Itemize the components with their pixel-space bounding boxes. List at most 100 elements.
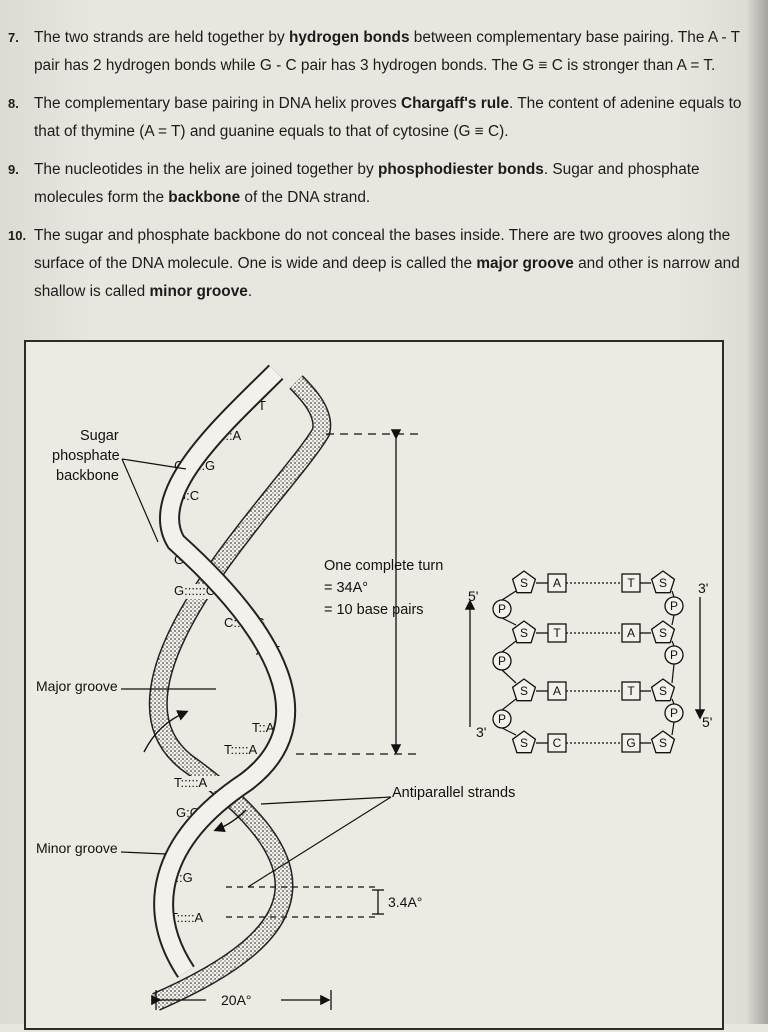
point-number: 7.: [8, 30, 19, 45]
phosphate-label: P: [498, 654, 506, 668]
phosphate-label: P: [498, 602, 506, 616]
sugar-label: S: [520, 684, 528, 698]
text-run: The nucleotides in the helix are joined …: [34, 161, 378, 178]
phosphate-label: P: [670, 706, 678, 720]
label-backbone: backbone: [56, 468, 119, 484]
point-item: 8. The complementary base pairing in DNA …: [8, 90, 748, 146]
ladder-direction-arrows: [464, 597, 706, 727]
base-pair-label: T: [258, 398, 266, 413]
text-run: The sugar and phosphate backbone do not …: [34, 227, 731, 272]
leader-lines: [120, 458, 392, 888]
sugar-left: [511, 678, 537, 702]
numbered-points: 7. The two strands are held together by h…: [8, 24, 748, 316]
width-dimension: [151, 990, 332, 1010]
sugar-label: S: [520, 576, 528, 590]
sugar-label: S: [659, 736, 667, 750]
sugar-label: S: [659, 576, 667, 590]
point-text: The two strands are held together by hyd…: [34, 24, 748, 80]
base-left-label: C: [553, 736, 562, 750]
sugar-label: S: [659, 626, 667, 640]
phosphate: [492, 599, 512, 619]
phosphodiester-bond: [671, 640, 675, 647]
phosphate: [664, 703, 684, 723]
label-turn-line1: One complete turn: [324, 558, 444, 574]
text-run: The two strands are held together by: [34, 29, 289, 46]
front-strand: [153, 364, 296, 978]
point-text: The sugar and phosphate backbone do not …: [34, 222, 748, 306]
base-pair-label: T::A: [252, 720, 275, 735]
base-left-label: T: [553, 626, 561, 640]
phosphate: [664, 645, 684, 665]
base-left-label: A: [553, 576, 561, 590]
base-pair-label: G::::::C: [174, 583, 215, 598]
label-minor-groove: Minor groove: [36, 840, 118, 856]
phosphodiester-bond: [501, 590, 517, 601]
sugar-left: [511, 730, 537, 754]
bold-term: minor groove: [149, 283, 248, 300]
point-text: The complementary base pairing in DNA he…: [34, 90, 748, 146]
text-run: between complementary base pairing. The …: [34, 29, 740, 74]
phosphate-label: P: [670, 648, 678, 662]
phosphodiester-bond: [671, 663, 675, 684]
sugar-label: S: [520, 736, 528, 750]
point-number: 10.: [8, 228, 27, 243]
phosphodiester-bond: [501, 617, 517, 626]
bold-term: phosphodiester bonds: [377, 161, 544, 178]
text-run: .: [247, 283, 253, 300]
point-number: 8.: [8, 96, 19, 111]
phosphate: [492, 651, 512, 671]
sugar-label: S: [520, 626, 528, 640]
turn-dimension: [296, 429, 421, 755]
base-right-label: A: [627, 626, 635, 640]
base-pair-label: T:::::A: [224, 742, 258, 757]
sugar-left: [511, 570, 537, 594]
base-right-label: T: [627, 576, 635, 590]
text-run: . The content of adenine equals to that …: [34, 95, 742, 140]
point-item: 7. The two strands are held together by h…: [8, 24, 748, 80]
base-right-label: G: [626, 736, 635, 750]
dna-diagram: TT:::::AC::::::GG:CG:CG::::::CC::::::GA:…: [120, 364, 706, 1011]
phosphodiester-bond: [671, 590, 675, 598]
sugar-right: [650, 620, 676, 644]
text-run: and other is narrow and shallow is calle…: [34, 255, 740, 300]
label-sugar: Sugar: [80, 428, 119, 444]
label-antiparallel: Antiparallel strands: [392, 785, 516, 801]
bold-term: Chargaff's rule: [401, 95, 509, 112]
sugar-left: [511, 620, 537, 644]
bold-term: backbone: [168, 189, 241, 206]
phosphodiester-bond: [671, 698, 675, 705]
ladder-left-bottom: 3': [476, 724, 487, 740]
phosphodiester-bond: [671, 614, 675, 626]
text-run: of the DNA strand.: [240, 189, 371, 206]
label-helix-width: 20A°: [221, 992, 252, 1008]
sugar-right: [650, 730, 676, 754]
base-pair: T:::::A: [166, 910, 231, 926]
phosphate: [664, 596, 684, 616]
bold-term: hydrogen bonds: [288, 29, 410, 46]
label-rise: 3.4A°: [388, 894, 423, 910]
rise-dimension: [226, 886, 384, 918]
phosphodiester-bond: [501, 640, 517, 653]
point-number: 9.: [8, 162, 19, 177]
phosphodiester-bond: [501, 698, 517, 711]
point-text: The nucleotides in the helix are joined …: [34, 156, 748, 212]
groove-arrows: [143, 710, 247, 833]
phosphodiester-bond: [501, 727, 517, 736]
point-item: 10. The sugar and phosphate backbone do n…: [8, 222, 748, 306]
base-right-label: T: [627, 684, 635, 698]
base-pair-label: T:::::A: [170, 910, 204, 925]
label-turn-line2: = 34A°: [324, 580, 369, 596]
label-turn-line3: = 10 base pairs: [324, 602, 424, 618]
sugar-right: [650, 678, 676, 702]
bold-term: major groove: [476, 255, 574, 272]
back-strand: [148, 375, 332, 1011]
base-pair: T: [254, 398, 284, 414]
sugar-label: S: [659, 684, 667, 698]
label-major-groove: Major groove: [36, 678, 118, 694]
phosphate: [492, 709, 512, 729]
base-pair: T:::::A: [170, 775, 235, 791]
phosphate-label: P: [670, 599, 678, 613]
text-run: . Sugar and phosphate molecules form the: [34, 161, 700, 206]
